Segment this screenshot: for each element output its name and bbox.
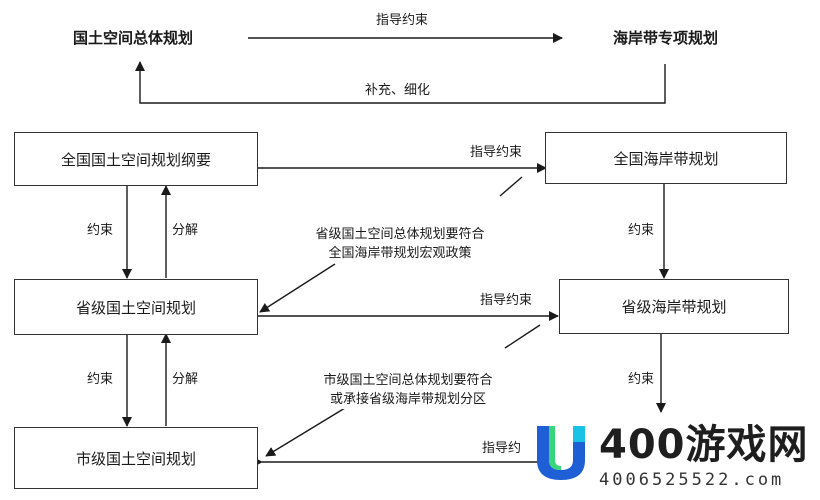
right-constrain-label-2: 约束 <box>628 372 655 387</box>
municipal-note-arrow-a <box>504 324 541 349</box>
national-guide-label: 指导约束 <box>470 145 523 160</box>
provincial-note-line-1: 省级国土空间总体规划要符合 <box>315 227 485 242</box>
watermark-logo-icon <box>537 426 585 480</box>
box-provincial-spatial-plan: 省级国土空间规划 <box>14 279 258 335</box>
provincial-note-line-2: 全国海岸带规划宏观政策 <box>328 246 472 261</box>
provincial-note-arrow-b <box>259 263 336 313</box>
municipal-guide-label: 指导约 <box>482 441 522 456</box>
box-provincial-coastal-plan: 省级海岸带规划 <box>559 279 789 334</box>
top-feedback-label: 补充、细化 <box>365 83 431 98</box>
right-constrain-label-1: 约束 <box>628 223 655 238</box>
box-national-coastal-plan: 全国海岸带规划 <box>545 132 787 184</box>
municipal-note-line-1: 市级国土空间总体规划要符合 <box>323 373 493 388</box>
left-constrain-label-2: 约束 <box>87 372 114 387</box>
provincial-note-arrow-a <box>499 176 523 197</box>
municipal-note: 市级国土空间总体规划要符合 或承接省级海岸带规划分区 <box>306 371 510 409</box>
left-constrain-label-1: 约束 <box>87 223 114 238</box>
municipal-note-arrow-b <box>265 407 346 457</box>
top-feedback-arrow <box>135 61 666 104</box>
box-municipal-spatial-plan: 市级国土空间规划 <box>14 427 258 489</box>
left-decompose-label-2: 分解 <box>172 372 199 387</box>
box-national-spatial-plan: 全国国土空间规划纲要 <box>14 132 258 186</box>
top-guide-label: 指导约束 <box>376 13 429 28</box>
provincial-guide-label: 指导约束 <box>480 293 533 308</box>
watermark-name: 400游戏网 <box>599 422 809 468</box>
top-right-title: 海岸带专项规划 <box>613 29 719 47</box>
top-left-title: 国土空间总体规划 <box>73 29 194 47</box>
watermark: 400游戏网 4006525522.com <box>533 420 820 500</box>
provincial-note: 省级国土空间总体规划要符合 全国海岸带规划宏观政策 <box>298 225 502 263</box>
municipal-note-line-2: 或承接省级海岸带规划分区 <box>329 392 486 407</box>
watermark-number: 4006525522.com <box>599 470 785 490</box>
left-decompose-label-1: 分解 <box>172 223 199 238</box>
